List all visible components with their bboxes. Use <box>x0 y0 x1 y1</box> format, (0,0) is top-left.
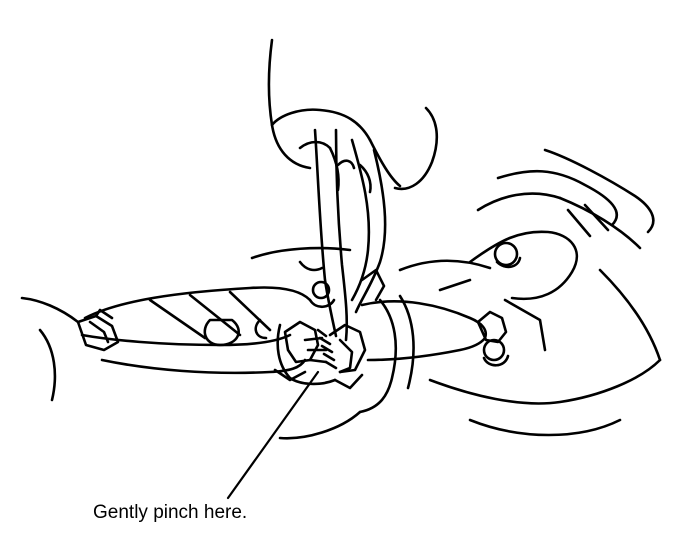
hose-clamp-icon <box>273 320 367 390</box>
hose-icon <box>20 286 312 402</box>
hose-icon <box>250 246 492 440</box>
engine-bracket-icon <box>428 148 662 437</box>
hose-clamp-icon <box>476 310 510 367</box>
hand-icon <box>267 38 439 194</box>
hose-clamp-icon <box>76 308 120 352</box>
callout-label: Gently pinch here. <box>93 502 248 523</box>
callout-leader-line <box>226 370 320 500</box>
pliers-icon <box>298 128 387 374</box>
